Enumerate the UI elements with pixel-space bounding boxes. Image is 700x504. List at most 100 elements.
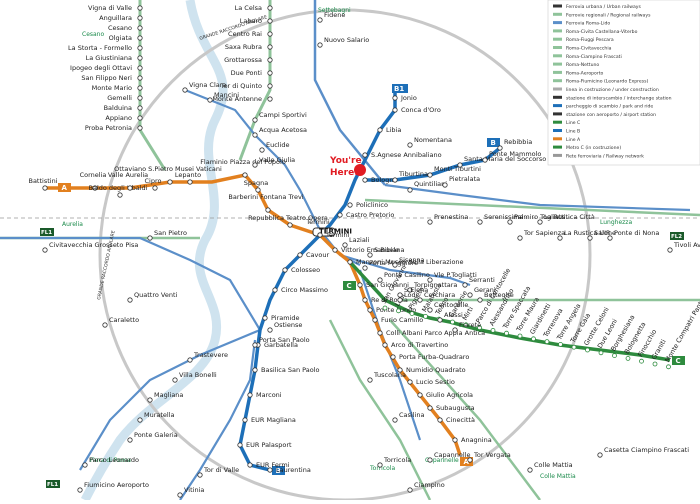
station[interactable]: Porta Furba-Quadraro (390, 353, 470, 361)
line-badge-c-east[interactable]: C (672, 356, 685, 365)
station[interactable]: Subaugusta (427, 404, 475, 412)
station[interactable]: Laurentina (267, 466, 311, 474)
station[interactable]: Policlinico (347, 201, 388, 209)
station[interactable]: Valle Giulia (252, 156, 295, 168)
station[interactable]: Castro Pretorio (337, 211, 395, 219)
station[interactable]: Piramide (262, 314, 300, 322)
station[interactable]: Civitavecchia Grosseto Pisa (42, 241, 139, 253)
station[interactable]: Ostiense (267, 321, 303, 333)
station[interactable]: Termini (317, 231, 350, 239)
station[interactable]: Pietralata (442, 175, 480, 188)
station[interactable]: Monti Tiburtini (427, 165, 481, 178)
station[interactable]: Battistini (28, 177, 58, 191)
station[interactable]: Villa Bonelli (172, 371, 217, 383)
station[interactable]: Re di Roma (362, 296, 408, 304)
station[interactable]: San Pietro (147, 229, 187, 241)
line-badge-b1-north[interactable]: B1 (392, 84, 408, 93)
station[interactable]: Torricola (377, 456, 411, 468)
station[interactable]: Valle Aurelia (108, 171, 148, 191)
station[interactable]: Numidio Quadrato (397, 366, 466, 374)
station[interactable]: La Celsa (235, 4, 273, 12)
station[interactable]: S.Elena (397, 286, 428, 298)
line-badge-fl1-west[interactable]: FL1 (40, 228, 54, 236)
station[interactable]: Olgiata (109, 34, 143, 42)
station[interactable]: Caraletto (102, 316, 139, 328)
station[interactable]: Ciampino (407, 481, 445, 493)
station[interactable]: Arco di Travertino (382, 341, 448, 349)
station[interactable]: Lucio Sestio (407, 378, 455, 386)
station[interactable]: Flaminio Piazza del Popolo (200, 158, 286, 178)
station[interactable]: Tor Vergata (467, 451, 511, 463)
station[interactable]: Monte Antenne (212, 95, 273, 103)
station[interactable]: Lepanto (175, 171, 201, 185)
station[interactable]: Nomentana (407, 136, 452, 148)
station[interactable]: Salone (587, 229, 616, 241)
station[interactable]: Serenissima (477, 213, 524, 225)
station[interactable]: Palmiro Togliatti (507, 213, 566, 225)
station[interactable]: Proba Petronia (85, 124, 143, 132)
station[interactable]: Cornelia (80, 171, 107, 191)
station[interactable]: Porta San Paolo (252, 336, 310, 348)
you-are-here-marker[interactable] (354, 164, 366, 176)
station[interactable]: Lodi (397, 291, 418, 303)
station[interactable]: Appiano (105, 114, 143, 122)
station[interactable]: Conca d'Oro (392, 106, 441, 114)
station[interactable]: Cavour (297, 251, 330, 259)
station[interactable]: EUR Fermi (247, 461, 290, 469)
station[interactable]: Ottaviano S.Pietro Musei Vaticani (114, 165, 222, 185)
station[interactable]: Jonio (392, 94, 417, 102)
station[interactable]: Vle P.Togliatti (427, 271, 477, 283)
station[interactable]: EUR Magliana (242, 416, 296, 424)
station[interactable]: Furio Camillo (372, 316, 423, 324)
station[interactable]: EUR Palasport (237, 441, 292, 449)
station[interactable]: Balduina (104, 104, 143, 112)
station[interactable]: Cesano (108, 24, 143, 32)
station[interactable]: Cerchiara (417, 291, 455, 303)
station[interactable]: Prenestina (427, 213, 469, 225)
station[interactable]: Tor di Quinto (220, 82, 273, 90)
station[interactable]: Centocelle (427, 301, 469, 313)
station[interactable]: Laziali (342, 236, 370, 248)
line-badge-a-west[interactable]: A (58, 183, 71, 192)
station[interactable]: Trastevere (187, 351, 228, 363)
station[interactable]: Fiarete (452, 321, 481, 333)
station[interactable]: Spagna (244, 179, 268, 193)
station[interactable]: Vittorio Emanuele (332, 246, 399, 254)
station[interactable]: Tor di Valle (197, 466, 239, 478)
station[interactable]: La Rustica UIR (557, 229, 611, 241)
station[interactable]: Casetta Ciampino Frascati (597, 446, 689, 458)
station[interactable]: Marconi (247, 391, 282, 399)
station[interactable]: Casilina (392, 411, 425, 423)
line-badge-fl1-south[interactable]: FL1 (46, 480, 60, 488)
line-badge-a-east[interactable]: A (460, 457, 473, 466)
station[interactable]: Acqua Acetosa (252, 126, 307, 138)
station[interactable]: S.Bibiana (367, 246, 405, 258)
station[interactable]: Ponte Casilino (377, 271, 430, 283)
station[interactable]: Tuscolana (367, 371, 406, 383)
station[interactable]: Quintiliani (407, 180, 447, 193)
station[interactable]: Ponte di Nona (607, 229, 660, 241)
station[interactable]: Euclide (259, 141, 290, 153)
station[interactable]: Centro Rai (228, 30, 273, 38)
station[interactable]: Sisenna (392, 256, 425, 268)
station[interactable]: Giulio Agricola (417, 391, 473, 399)
station[interactable]: Santa Maria del Soccorso (457, 155, 546, 168)
station[interactable]: Libia (377, 126, 402, 134)
station[interactable]: Bologna (362, 176, 398, 184)
station[interactable]: Gerani (467, 286, 496, 298)
station[interactable]: Campi Sportivi (252, 111, 307, 123)
station[interactable]: La Rustica Città (537, 213, 595, 225)
station[interactable]: Tivoli Avezzano Pescara (667, 241, 700, 253)
station[interactable]: Ponte Lungo (367, 306, 416, 314)
station[interactable]: Anguillara (99, 14, 143, 22)
station[interactable]: Capannelle (427, 451, 471, 463)
station[interactable]: Colosseo (282, 266, 320, 274)
station[interactable]: Colle Mattia (527, 461, 573, 473)
station[interactable]: Vigna Clara (182, 81, 227, 93)
station[interactable]: Labaro (240, 17, 273, 25)
station[interactable]: Ipogeo degli Ottavi (70, 64, 143, 72)
station[interactable]: Gemelli (107, 94, 143, 102)
station[interactable]: Fidene (317, 11, 346, 23)
station[interactable]: Cipro (145, 177, 162, 191)
station[interactable]: Quattro Venti (127, 291, 178, 303)
